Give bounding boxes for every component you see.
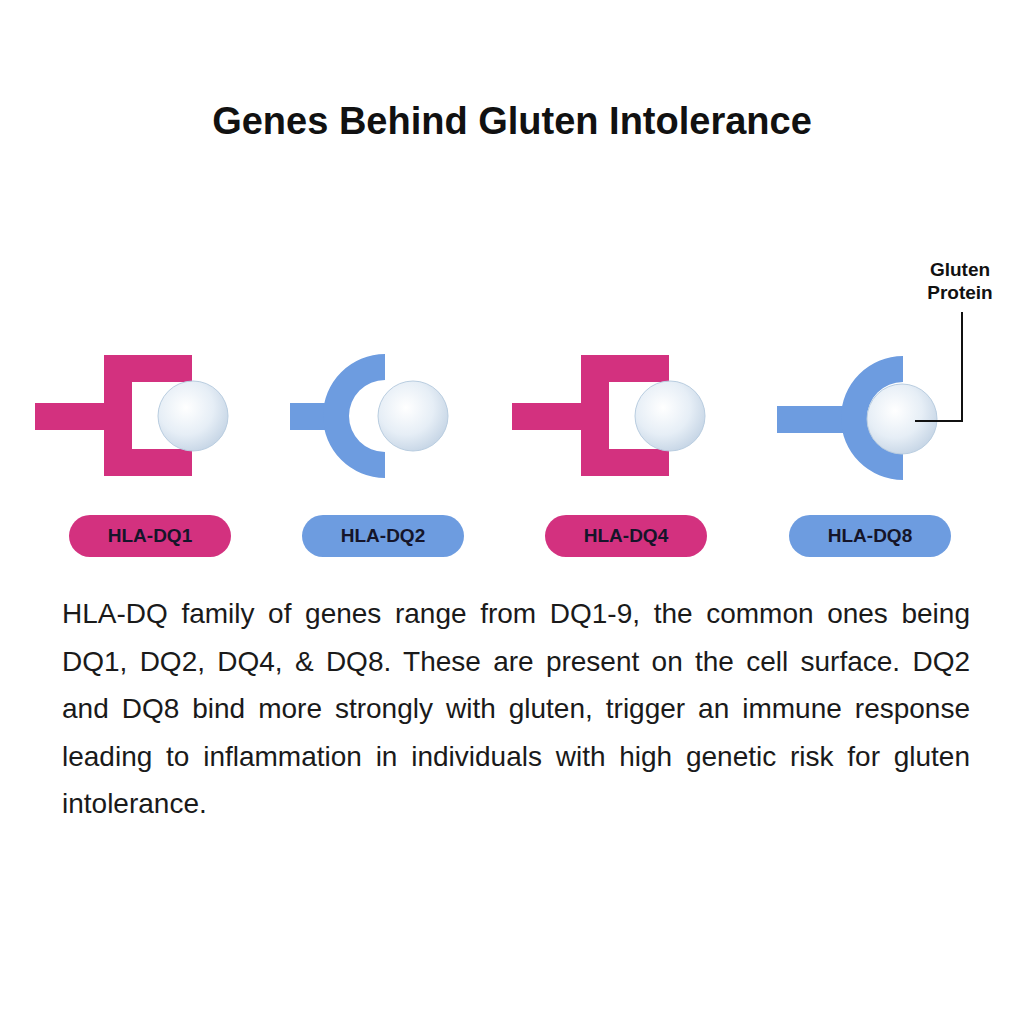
gene-name: HLA-DQ1 [108,525,192,547]
gene-name: HLA-DQ8 [828,525,912,547]
gene-name: HLA-DQ2 [341,525,425,547]
gluten-protein [635,381,705,451]
gene-name: HLA-DQ4 [584,525,668,547]
leader-line [915,312,962,421]
caption-text: HLA-DQ family of genes range from DQ1-9,… [62,590,970,828]
diagram-title: Genes Behind Gluten Intolerance [0,100,1024,143]
cup-receptor [290,354,385,478]
gene-pill: HLA-DQ4 [545,515,707,557]
gluten-protein [867,384,937,454]
gene-pill: HLA-DQ8 [789,515,951,557]
gene-pill: HLA-DQ2 [302,515,464,557]
gluten-protein [378,381,448,451]
gluten-protein [158,381,228,451]
gene-pill: HLA-DQ1 [69,515,231,557]
callout-label: Gluten Protein [905,258,1015,304]
